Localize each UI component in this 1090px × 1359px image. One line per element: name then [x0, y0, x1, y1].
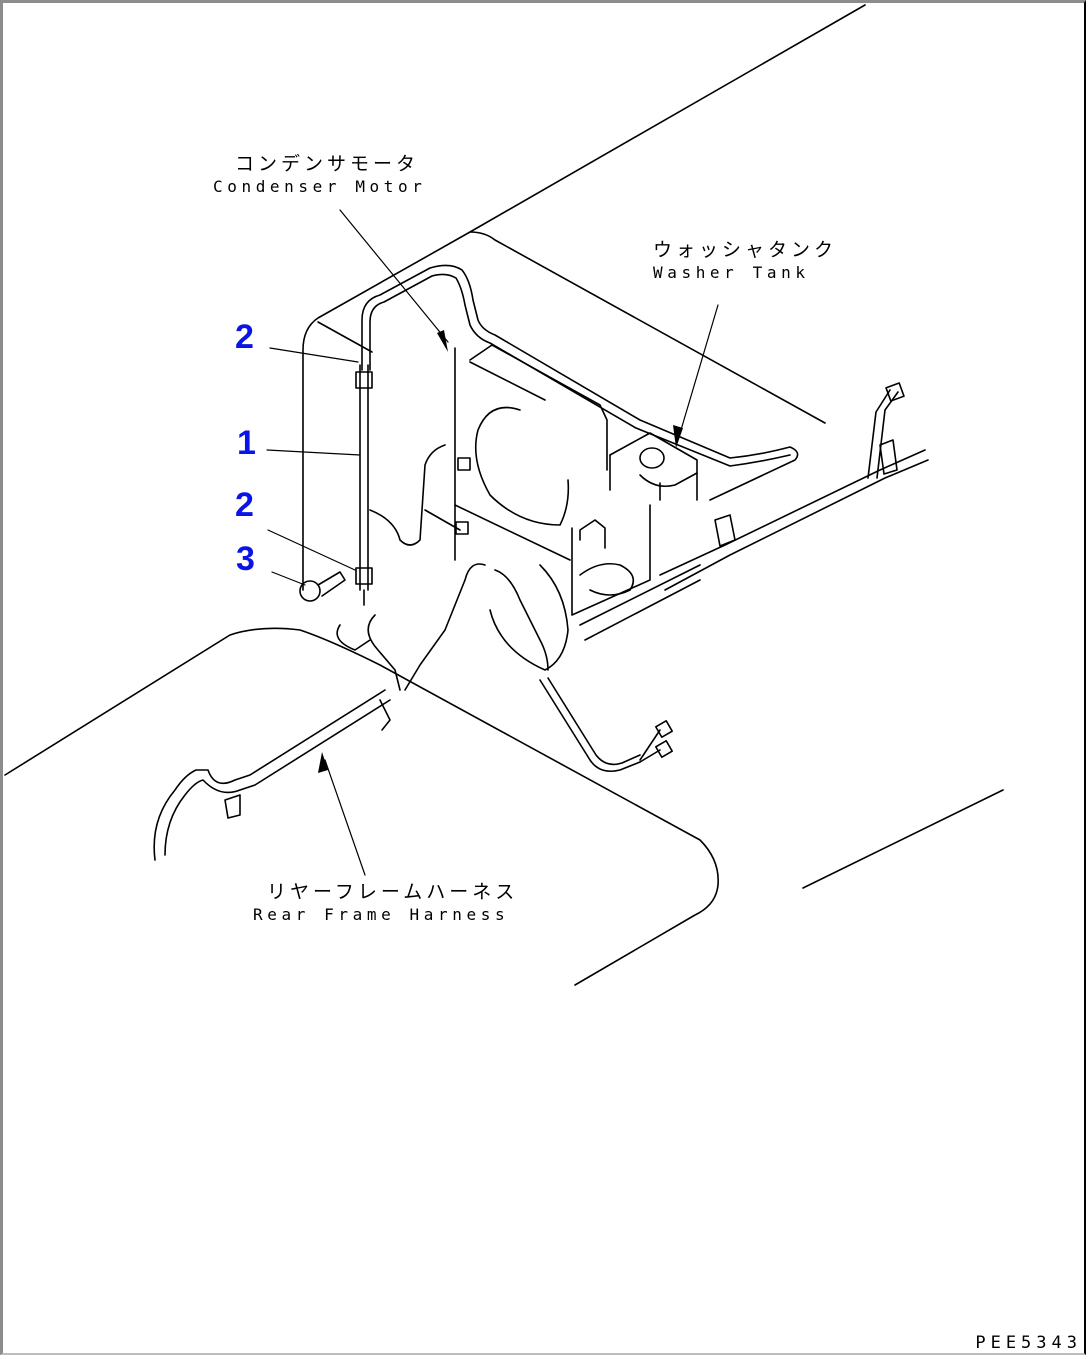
rear-frame-harness-label-jp: リヤーフレームハーネス	[267, 881, 519, 903]
rear-frame-harness	[153, 614, 401, 861]
callout-2-lower[interactable]: 2	[235, 486, 254, 524]
part-1-harness	[355, 364, 471, 606]
condenser-motor-label: コンデンサモータ Condenser Motor	[213, 152, 427, 198]
washer-tank-label-jp: ウォッシャタンク	[653, 239, 838, 261]
body-outline	[4, 4, 1004, 986]
rear-frame-harness-label-en: Rear Frame Harness	[253, 905, 510, 924]
condenser-motor-label-en: Condenser Motor	[213, 177, 427, 196]
washer-tank-label-en: Washer Tank	[653, 263, 810, 282]
callout-3[interactable]: 3	[236, 540, 255, 578]
callout-2-upper[interactable]: 2	[235, 318, 254, 356]
condenser-motor	[454, 344, 608, 561]
rear-frame-harness-label: リヤーフレームハーネス Rear Frame Harness	[253, 880, 518, 926]
part-3-bolt	[299, 571, 346, 602]
condenser-motor-label-jp: コンデンサモータ	[235, 153, 420, 175]
lower-harness	[404, 563, 673, 773]
main-harness-right	[659, 382, 929, 591]
washer-tank	[609, 432, 698, 501]
leader-lines	[266, 209, 719, 876]
washer-tank-label: ウォッシャタンク Washer Tank	[653, 238, 837, 284]
pump-bracket	[571, 504, 701, 641]
drawing-code: PEE5343	[975, 1333, 1082, 1353]
callout-1[interactable]: 1	[237, 424, 256, 462]
upper-harness	[361, 264, 799, 501]
